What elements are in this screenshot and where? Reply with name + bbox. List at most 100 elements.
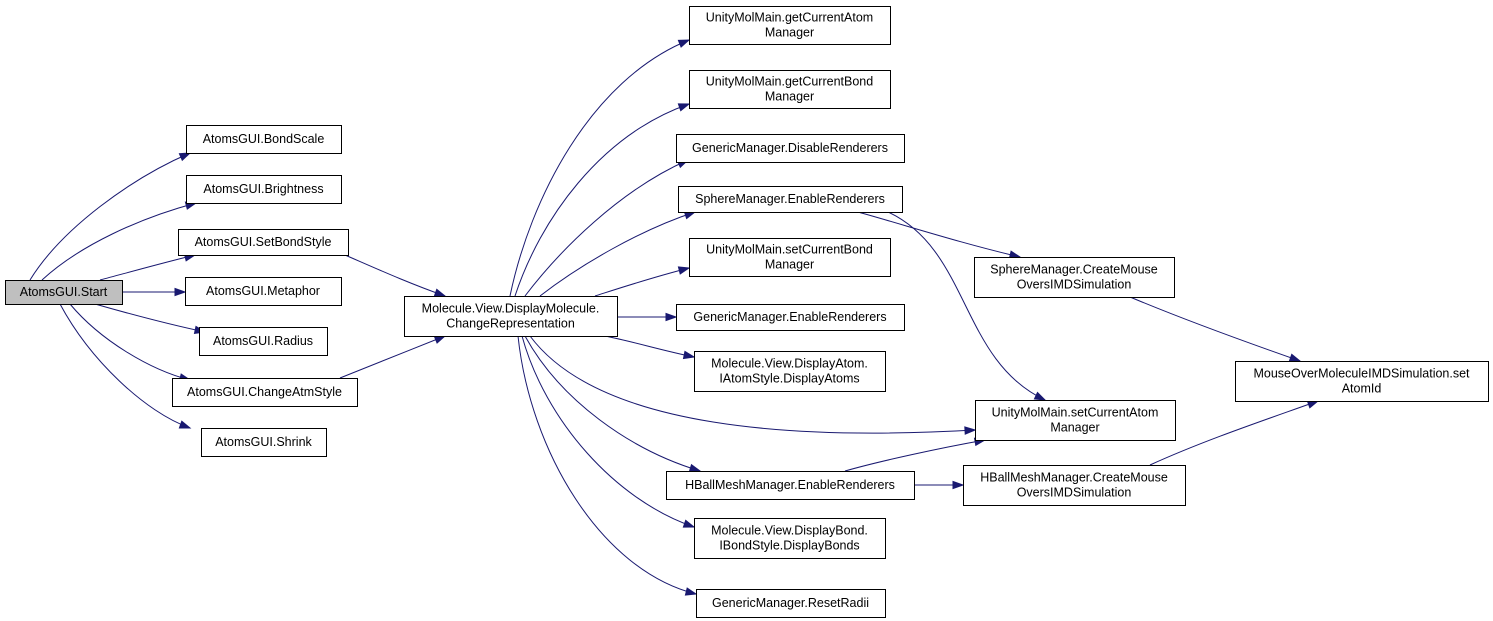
- node-box[interactable]: [696, 589, 886, 618]
- node-label: GenericManager.ResetRadii: [712, 596, 869, 610]
- node-box[interactable]: [172, 378, 358, 407]
- node-label: Molecule.View.DisplayMolecule.: [422, 302, 600, 316]
- arrowhead-icon: [1033, 391, 1047, 401]
- node-bondscale[interactable]: AtomsGUI.BondScale: [186, 125, 342, 154]
- node-label: UnityMolMain.setCurrentBond: [706, 243, 873, 257]
- node-box[interactable]: [186, 125, 342, 154]
- node-label: HBallMeshManager.CreateMouse: [980, 471, 1168, 485]
- edge-line: [844, 439, 986, 472]
- node-gendisable[interactable]: GenericManager.DisableRenderers: [676, 134, 905, 163]
- edge-line: [99, 254, 196, 281]
- node-box[interactable]: [678, 186, 903, 213]
- arrowhead-icon: [677, 39, 691, 48]
- node-box[interactable]: [963, 465, 1186, 506]
- edge-line: [514, 103, 690, 297]
- edge-start-to-setbondstyle: [99, 253, 197, 281]
- edge-changerep-to-setbond: [594, 266, 691, 297]
- node-setbondstyle[interactable]: AtomsGUI.SetBondStyle: [178, 229, 349, 256]
- node-box[interactable]: [689, 238, 891, 277]
- node-label: AtomsGUI.Brightness: [203, 182, 323, 196]
- edge-line: [59, 303, 191, 429]
- node-box[interactable]: [185, 277, 342, 306]
- arrowhead-icon: [684, 587, 698, 596]
- edge-changerep-to-displayatoms: [604, 335, 696, 360]
- edge-line: [1149, 400, 1319, 466]
- arrowhead-icon: [433, 335, 447, 344]
- node-sphereenable[interactable]: SphereManager.EnableRenderers: [678, 186, 903, 213]
- node-shrink[interactable]: AtomsGUI.Shrink: [201, 428, 327, 457]
- node-box[interactable]: [689, 70, 891, 109]
- node-box[interactable]: [5, 280, 123, 305]
- edge-line: [594, 267, 690, 297]
- node-label: ChangeRepresentation: [446, 317, 575, 331]
- node-changerep[interactable]: Molecule.View.DisplayMolecule.ChangeRepr…: [404, 296, 618, 337]
- node-label: AtomsGUI.SetBondStyle: [195, 235, 332, 249]
- node-radius[interactable]: AtomsGUI.Radius: [199, 327, 328, 356]
- edge-line: [509, 39, 690, 297]
- arrowhead-icon: [665, 312, 678, 322]
- node-box[interactable]: [404, 296, 618, 337]
- node-label: SphereManager.CreateMouse: [990, 263, 1158, 277]
- node-box[interactable]: [694, 518, 886, 559]
- node-box[interactable]: [974, 257, 1175, 298]
- edge-line: [521, 335, 695, 528]
- arrowhead-icon: [178, 420, 192, 429]
- edge-start-to-changeatmstyle: [69, 303, 192, 382]
- node-box[interactable]: [178, 229, 349, 256]
- edge-line: [529, 335, 976, 434]
- edge-line: [539, 211, 696, 297]
- edge-line: [524, 159, 689, 297]
- node-label: SphereManager.EnableRenderers: [695, 192, 885, 206]
- node-label: AtomsGUI.BondScale: [203, 132, 325, 146]
- node-label: OversIMDSimulation: [1017, 278, 1132, 292]
- node-displaybonds[interactable]: Molecule.View.DisplayBond.IBondStyle.Dis…: [694, 518, 886, 559]
- node-box[interactable]: [676, 304, 905, 331]
- node-spherecreate[interactable]: SphereManager.CreateMouseOversIMDSimulat…: [974, 257, 1175, 298]
- arrowhead-icon: [682, 519, 696, 528]
- node-hballcreate[interactable]: HBallMeshManager.CreateMouseOversIMDSimu…: [963, 465, 1186, 506]
- node-box[interactable]: [1235, 361, 1489, 402]
- node-box[interactable]: [666, 471, 915, 500]
- call-edges: [29, 39, 1320, 596]
- node-start[interactable]: AtomsGUI.Start: [5, 280, 123, 305]
- node-label: UnityMolMain.getCurrentAtom: [706, 11, 873, 25]
- edge-line: [857, 211, 1021, 258]
- arrowhead-icon: [688, 463, 702, 473]
- node-metaphor[interactable]: AtomsGUI.Metaphor: [185, 277, 342, 306]
- arrowhead-icon: [433, 288, 447, 297]
- node-box[interactable]: [975, 400, 1176, 441]
- arrowhead-icon: [1306, 400, 1320, 409]
- node-box[interactable]: [676, 134, 905, 163]
- node-hballenable[interactable]: HBallMeshManager.EnableRenderers: [666, 471, 915, 500]
- node-label: Manager: [765, 258, 814, 272]
- edge-start-to-metaphor: [122, 287, 187, 297]
- edge-changerep-to-sphereenable: [539, 211, 697, 297]
- node-box[interactable]: [199, 327, 328, 356]
- node-box[interactable]: [689, 6, 891, 45]
- node-changeatmstyle[interactable]: AtomsGUI.ChangeAtmStyle: [172, 378, 358, 407]
- node-box[interactable]: [694, 351, 886, 392]
- node-label: AtomsGUI.Metaphor: [206, 284, 320, 298]
- node-displayatoms[interactable]: Molecule.View.DisplayAtom.IAtomStyle.Dis…: [694, 351, 886, 392]
- node-label: UnityMolMain.setCurrentAtom: [992, 406, 1159, 420]
- node-label: Manager: [765, 26, 814, 40]
- node-box[interactable]: [186, 175, 342, 204]
- node-label: GenericManager.EnableRenderers: [693, 310, 886, 324]
- node-brightness[interactable]: AtomsGUI.Brightness: [186, 175, 342, 204]
- node-label: AtomId: [1342, 382, 1382, 396]
- arrowhead-icon: [174, 287, 187, 297]
- node-genenable[interactable]: GenericManager.EnableRenderers: [676, 304, 905, 331]
- edge-changerep-to-resetradii: [517, 335, 698, 596]
- node-resetradii[interactable]: GenericManager.ResetRadii: [696, 589, 886, 618]
- node-label: IBondStyle.DisplayBonds: [719, 539, 859, 553]
- node-box[interactable]: [201, 428, 327, 457]
- arrowhead-icon: [677, 266, 691, 275]
- edge-start-to-brightness: [41, 201, 198, 281]
- edge-changerep-to-getatom: [509, 39, 691, 297]
